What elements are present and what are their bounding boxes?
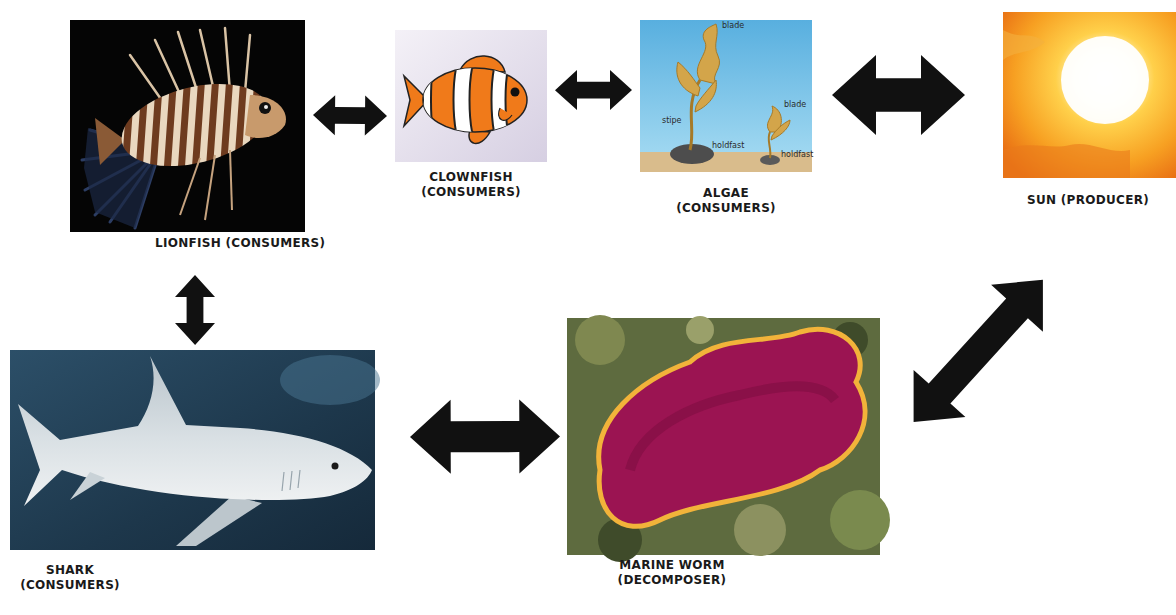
picture-node: CLOWNFISH (CONSUMERS) bbox=[395, 30, 547, 202]
shark-picture bbox=[10, 350, 380, 550]
part-label: holdfast bbox=[781, 150, 813, 160]
node-caption: SHARK (CONSUMERS) bbox=[10, 563, 130, 593]
marine-worm-picture bbox=[567, 315, 890, 562]
node-caption: SUN (PRODUCER) bbox=[1023, 193, 1153, 208]
double-arrow bbox=[175, 275, 215, 345]
picture-node: LIONFISH (CONSUMERS) bbox=[70, 20, 305, 255]
double-arrow bbox=[410, 400, 560, 474]
part-label: blade bbox=[784, 100, 806, 110]
node-caption: ALGAE (CONSUMERS) bbox=[666, 186, 786, 216]
clownfish-picture bbox=[395, 30, 547, 162]
double-arrow bbox=[555, 70, 632, 110]
algae-picture bbox=[640, 20, 812, 172]
part-label: holdfast bbox=[712, 141, 744, 151]
picture-node: MARINE WORM (DECOMPOSER) bbox=[567, 318, 880, 600]
double-arrow bbox=[914, 280, 1043, 422]
part-label: blade bbox=[722, 21, 744, 31]
node-caption: LIONFISH (CONSUMERS) bbox=[155, 236, 325, 251]
lionfish-picture bbox=[70, 20, 305, 232]
node-caption: CLOWNFISH (CONSUMERS) bbox=[411, 170, 531, 200]
picture-node: SUN (PRODUCER) bbox=[1003, 12, 1176, 228]
part-label: stipe bbox=[662, 116, 682, 126]
double-arrow bbox=[832, 55, 965, 135]
double-arrow bbox=[313, 95, 387, 135]
node-caption: MARINE WORM (DECOMPOSER) bbox=[607, 558, 737, 588]
sun-picture bbox=[1003, 12, 1176, 178]
picture-node: SHARK (CONSUMERS) bbox=[10, 350, 375, 600]
